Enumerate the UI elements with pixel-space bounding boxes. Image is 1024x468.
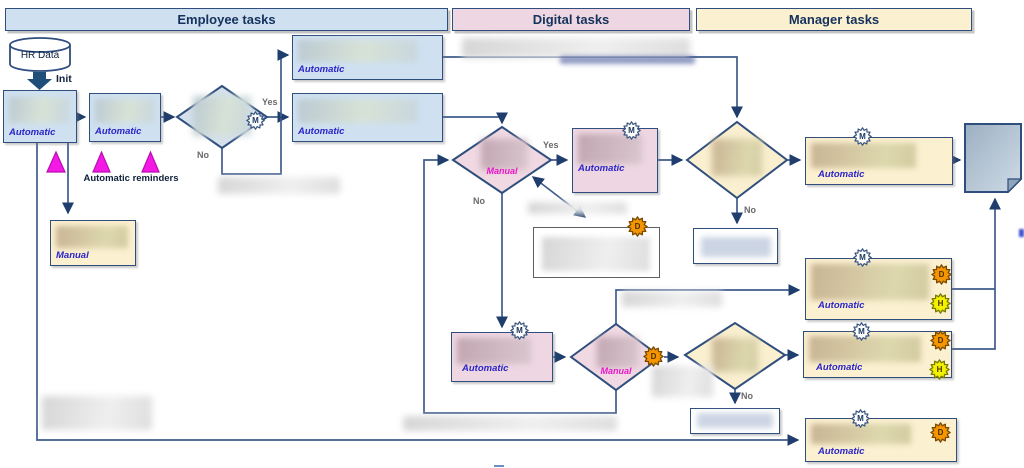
mode-label: Manual	[600, 366, 632, 376]
blurred-text	[811, 264, 929, 300]
lane-header-digital: Digital tasks	[452, 8, 690, 31]
blurred-text	[218, 177, 340, 194]
mode-label: Automatic	[462, 363, 509, 374]
lane-label: Digital tasks	[532, 12, 610, 27]
mode-label: Automatic	[298, 64, 345, 75]
blurred-text	[809, 336, 921, 362]
reminder-triangle	[46, 150, 66, 173]
task-finalize1: Automatic	[805, 137, 953, 185]
blurred-text	[652, 366, 713, 397]
daily-badge: D	[930, 422, 951, 443]
blurred-text	[95, 99, 155, 123]
daily-badge: D	[643, 346, 664, 367]
blurred-text	[481, 139, 528, 170]
blurred-text	[193, 96, 251, 136]
blurred-text	[560, 56, 695, 64]
manual-badge: M	[510, 321, 529, 340]
manual-badge: M	[622, 121, 641, 140]
daily-badge: D	[931, 264, 952, 285]
yes-label: Yes	[262, 97, 278, 107]
blurred-text	[298, 40, 418, 62]
init-arrow	[27, 72, 52, 90]
hourly-badge: H	[929, 359, 950, 380]
mode-label: Automatic	[95, 126, 142, 137]
blurred-text	[462, 38, 690, 58]
lane-label: Employee tasks	[177, 12, 276, 27]
manual-badge: M	[853, 248, 872, 267]
task-notify: Automatic	[89, 93, 161, 142]
skip-box-2	[690, 408, 780, 434]
blurred-text	[811, 143, 916, 168]
blurred-text	[56, 226, 128, 248]
blurred-text	[457, 338, 531, 364]
manual-badge: M	[851, 409, 870, 428]
blurred-text	[597, 337, 639, 368]
mode-label: Manual	[56, 250, 89, 261]
reminder-triangle	[92, 150, 111, 173]
task-report2: Automatic	[803, 331, 952, 378]
hourly-badge: H	[930, 293, 951, 314]
blurred-text	[712, 139, 762, 176]
no-label: No	[744, 205, 756, 215]
manual-badge: M	[246, 111, 265, 130]
yes-label: Yes	[543, 140, 559, 150]
mode-label: Manual	[486, 166, 518, 176]
hr-data-store	[9, 37, 71, 72]
no-label: No	[197, 150, 209, 160]
lane-header-employee: Employee tasks	[5, 8, 448, 31]
blurred-text	[9, 97, 69, 123]
daily-badge: D	[627, 216, 648, 237]
blurred-text	[701, 237, 771, 257]
lane-label: Manager tasks	[788, 12, 880, 27]
task-report1: Automatic	[805, 258, 952, 320]
blurred-text	[298, 99, 418, 123]
hr-data-label: HR Data	[20, 50, 60, 61]
daily-badge: D	[930, 330, 951, 351]
mode-label: Automatic	[298, 126, 345, 137]
blurred-text	[712, 338, 758, 372]
reminder-triangle	[141, 150, 160, 173]
blurred-text	[403, 416, 617, 431]
blurred-text	[42, 396, 152, 430]
document-shape	[964, 123, 1023, 194]
task-start: Automatic	[3, 90, 77, 143]
task-process1: Automatic	[572, 128, 658, 193]
init-label: Init	[56, 73, 72, 85]
clipped-text-fragment	[1019, 229, 1024, 237]
task-report3: Automatic	[805, 418, 957, 462]
blurred-text	[528, 202, 627, 214]
skip-box-1	[693, 228, 778, 264]
connector-lines	[36, 49, 995, 446]
no-label: No	[473, 196, 485, 206]
mode-label: Automatic	[818, 446, 865, 457]
blurred-text	[542, 237, 650, 271]
reminder-triangles	[46, 150, 160, 173]
task-send-top: Automatic	[292, 35, 443, 80]
task-offline: Manual	[50, 220, 136, 266]
mode-label: Automatic	[816, 362, 863, 373]
manual-badge: M	[853, 127, 872, 146]
task-process2: Automatic	[451, 332, 553, 382]
blurred-text	[811, 424, 911, 444]
blurred-text	[622, 291, 722, 307]
lane-header-manager: Manager tasks	[696, 8, 972, 31]
reference-doc-box	[533, 227, 660, 278]
no-label: No	[741, 391, 753, 401]
mode-label: Automatic	[818, 169, 865, 180]
reminders-label: Automatic reminders	[83, 173, 179, 184]
mode-label: Automatic	[578, 163, 625, 174]
mode-label: Automatic	[818, 300, 865, 311]
clipped-line-fragment	[494, 465, 504, 467]
manual-badge: M	[852, 322, 871, 341]
task-send-mid: Automatic	[292, 93, 443, 142]
mode-label: Automatic	[9, 127, 56, 138]
blurred-text	[697, 413, 773, 428]
